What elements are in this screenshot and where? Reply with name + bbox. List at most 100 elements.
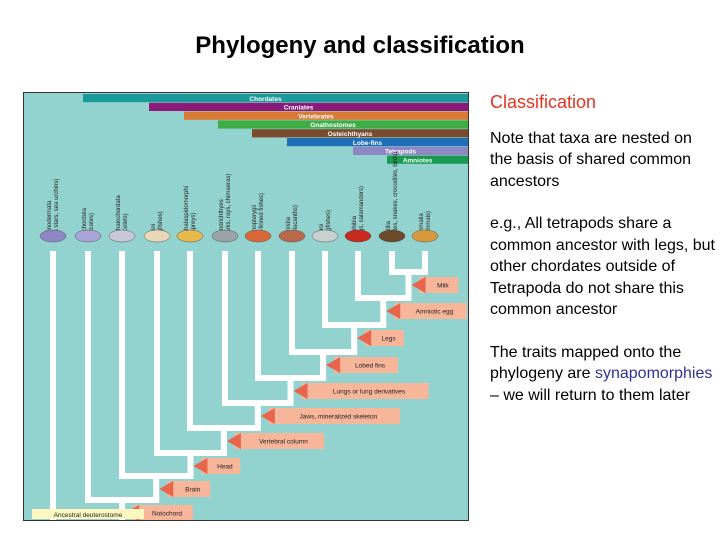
clade-bar	[218, 120, 468, 129]
clade-bar	[83, 94, 468, 103]
taxon-common-name: (sea stars, sea urchins)	[54, 179, 60, 241]
clade-bar	[353, 146, 468, 155]
classification-notes: Classification Note that taxa are nested…	[490, 92, 715, 427]
clade-label: Osteichthyans	[328, 131, 373, 138]
trait-box	[334, 357, 399, 373]
taxon-name: Cephalaspidomorphi	[184, 186, 190, 241]
trait-box	[167, 481, 211, 497]
trait-arrow	[293, 383, 308, 399]
animal-illustration	[211, 229, 239, 243]
animal-illustration	[108, 229, 136, 243]
clade-label: Vertebrates	[298, 113, 334, 120]
trait-arrow	[411, 277, 426, 293]
trait-arrow	[193, 458, 208, 474]
animal-illustration	[176, 229, 204, 243]
taxon-name: Chondrichthyes	[219, 199, 225, 241]
clade-label: Gnathostomes	[310, 122, 356, 129]
taxon-label: Actinistia(coelacanths)	[286, 205, 299, 241]
trait-arrow	[159, 481, 174, 497]
taxon-label: Cephalaspidomorphi(lampreys)	[184, 186, 197, 241]
taxon-label: Urochordata(tunicates)	[82, 207, 95, 241]
taxon-common-name: (lampreys)	[191, 213, 197, 241]
animal-illustration	[411, 229, 439, 243]
trait-label: Brain	[185, 487, 201, 494]
clade-bar	[252, 129, 468, 138]
trait-arrow	[326, 357, 341, 373]
taxon-common-name: (frogs, salamanders)	[359, 186, 365, 241]
clade-label: Chordates	[249, 96, 282, 103]
taxon-label: Amphibia(frogs, salamanders)	[352, 186, 365, 241]
animal-illustration	[378, 229, 406, 243]
trait-label: Lungs or lung derivatives	[333, 389, 406, 396]
trait-label: Head	[217, 464, 233, 471]
trait-label: Amniotic egg	[416, 309, 454, 316]
trait-box	[419, 277, 459, 293]
animal-illustration	[278, 229, 306, 243]
clade-label: Amniotes	[403, 157, 433, 164]
trait-box	[234, 433, 325, 449]
animal-illustration	[244, 229, 272, 243]
animal-illustration	[143, 229, 171, 243]
animal-illustration	[39, 229, 67, 243]
trait-label: Notochord	[152, 511, 182, 518]
trait-arrow	[386, 303, 401, 319]
taxon-label: Mammalia(mammals)	[419, 211, 432, 241]
note-text: – we will return to them later	[490, 386, 691, 404]
clade-label: Craniates	[284, 105, 314, 112]
taxon-name: Urochordata	[82, 207, 88, 241]
taxon-label: Chondrichthyes(sharks, rays, chimaeras)	[219, 174, 232, 241]
taxon-label: Actinopterygii(ray-finned fishes)	[252, 193, 265, 241]
taxon-common-name: (lungfishes)	[326, 210, 332, 241]
taxon-common-name: (coelacanths)	[293, 205, 299, 241]
taxon-label: Reptilia(turtles, snakes, crocodiles, bi…	[386, 152, 399, 241]
trait-box	[268, 408, 400, 424]
taxon-label: Cephalochordata(lancelets)	[116, 195, 129, 241]
taxon-name: Echinodermata	[47, 200, 53, 241]
trait-box	[133, 505, 193, 521]
note-tetrapods-example: e.g., All tetrapods share a common ances…	[490, 215, 715, 318]
trait-arrow	[357, 330, 372, 346]
clade-label: Lobe-fins	[353, 140, 383, 147]
clade-bar	[287, 138, 468, 147]
clade-bar	[184, 111, 468, 120]
clade-bar	[387, 155, 468, 164]
trait-label: Milk	[437, 283, 449, 290]
taxon-name: Actinistia	[286, 216, 292, 241]
taxon-label: Echinodermata(sea stars, sea urchins)	[47, 179, 60, 241]
taxon-common-name: (mammals)	[426, 211, 432, 241]
taxon-common-name: (turtles, snakes, crocodiles, birds)	[393, 152, 399, 241]
note-synapomorphies: The traits mapped onto the phylogeny are…	[490, 342, 715, 407]
trait-label: Jaws, mineralized skeleton	[300, 414, 378, 421]
taxon-common-name: (sharks, rays, chimaeras)	[226, 174, 232, 241]
taxon-name: Amphibia	[352, 215, 358, 241]
root-label: Ancestral deuterostome	[54, 512, 123, 519]
clade-bar	[149, 102, 468, 111]
trait-box	[201, 458, 241, 474]
trait-box	[394, 303, 467, 319]
taxon-common-name: (tunicates)	[89, 213, 95, 241]
taxon-common-name: (lancelets)	[123, 213, 129, 241]
animal-illustration	[344, 229, 372, 243]
animal-illustration	[311, 229, 339, 243]
trait-label: Vertebral column	[259, 439, 308, 446]
animal-illustration	[74, 229, 102, 243]
note-text: The traits mapped onto the phylogeny are	[490, 343, 682, 383]
root-box	[32, 509, 144, 519]
trait-box	[301, 383, 429, 399]
taxon-name: Cephalochordata	[116, 195, 122, 241]
taxon-name: Mammalia	[419, 213, 425, 241]
trait-label: Legs	[381, 336, 396, 343]
note-nested-taxa: Note that taxa are nested on the basis o…	[490, 129, 692, 190]
trait-box	[365, 330, 404, 346]
slide-title: Phylogeny and classification	[195, 32, 525, 59]
taxon-common-name: (ray-finned fishes)	[259, 193, 265, 241]
taxon-name: Actinopterygii	[252, 205, 258, 241]
trait-arrow	[260, 408, 275, 424]
clade-label: Tetrapods	[385, 149, 416, 156]
trait-label: Lobed fins	[355, 363, 386, 370]
notes-heading: Classification	[490, 92, 597, 112]
synapomorphies-term: synapomorphies	[594, 365, 713, 382]
trait-arrow	[226, 433, 241, 449]
phylogeny-tree: ChordatesCraniatesVertebratesGnathostome…	[32, 94, 468, 529]
